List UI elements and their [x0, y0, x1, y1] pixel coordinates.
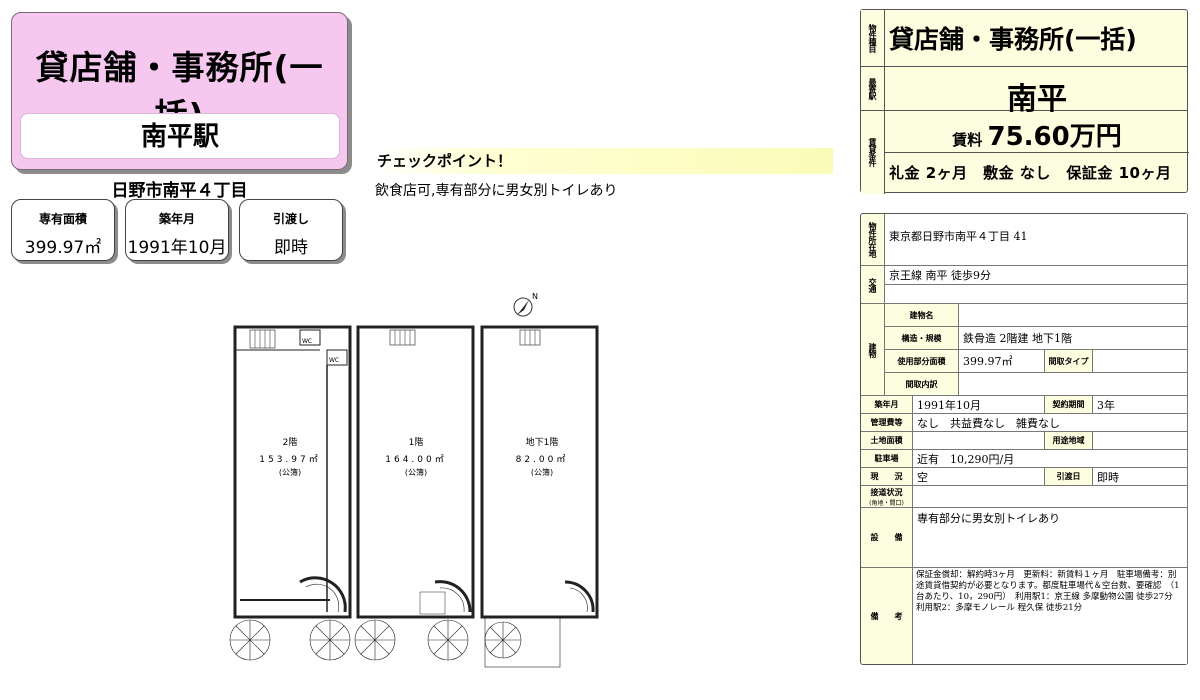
- stat-value: 即時: [274, 238, 308, 258]
- built-label: 築年月: [861, 396, 913, 414]
- parking-value: 近有 10,290円/月: [913, 450, 1188, 468]
- structure-label: 構造・規模: [885, 327, 959, 350]
- summary-type: 貸店舗・事務所(一括): [889, 25, 1137, 54]
- transport-label: 交通: [861, 266, 885, 304]
- summary-rent: 賃料 75.60万円: [885, 116, 1189, 153]
- equipment-label: 設 備: [861, 508, 913, 568]
- layout-detail-label: 間取内訳: [885, 373, 959, 396]
- zoning-label: 用途地域: [1045, 432, 1093, 450]
- status-value: 空: [913, 468, 1045, 486]
- floor-area: 82.00㎡: [516, 454, 569, 465]
- zoning-value: [1093, 432, 1188, 450]
- floor-note: (公簿): [531, 467, 553, 477]
- stat-card-handover: 引渡し 即時: [239, 199, 343, 261]
- floor-name: 1階: [409, 437, 424, 448]
- divider: [861, 110, 1187, 111]
- layout-type-label: 間取タイプ: [1045, 350, 1093, 373]
- layout-detail-value: [959, 373, 1188, 396]
- floor-1: [354, 325, 475, 661]
- summary-table: 物件種目 最寄駅 賃貸条件 貸店舗・事務所(一括) 南平 賃料 75.60万円 …: [860, 9, 1189, 194]
- floor-name: 地下1階: [526, 436, 559, 448]
- area-label: 使用部分面積: [885, 350, 959, 373]
- floor-b1: [480, 325, 599, 668]
- stat-card-area: 専有面積 399.97㎡: [11, 199, 115, 261]
- location-label: 物件所在地: [861, 214, 885, 266]
- detail-table: 物件所在地 東京都日野市南平４丁目 41 交通 京王線 南平 徒歩9分 建物 建…: [860, 213, 1188, 665]
- road-label: 接道状況 (角地・間口): [861, 486, 913, 508]
- structure-value: 鉄骨造 2階建 地下1階: [959, 327, 1188, 350]
- stat-label: 引渡し: [272, 212, 309, 226]
- rent-label: 賃料: [952, 131, 983, 149]
- handover-value: 即時: [1093, 468, 1188, 486]
- floor-area: 164.00㎡: [385, 454, 447, 465]
- remarks-label: 備 考: [861, 568, 913, 664]
- road-value: [913, 486, 1188, 508]
- building-label: 建物: [861, 304, 885, 396]
- contract-label: 契約期間: [1045, 396, 1093, 414]
- summary-station: 南平: [1007, 82, 1067, 117]
- stat-card-built: 築年月 1991年10月: [125, 199, 229, 261]
- floor-area: 153.97㎡: [259, 454, 321, 465]
- stat-value: 1991年10月: [127, 238, 227, 258]
- road-label-main: 接道状況: [870, 487, 903, 497]
- land-value: [913, 432, 1045, 450]
- status-label: 現 況: [861, 468, 913, 486]
- transport-value-2: [885, 285, 1188, 304]
- wc-label: WC: [329, 357, 339, 364]
- checkpoint-title: チェックポイント！: [373, 148, 833, 174]
- side-label-station: 最寄駅: [861, 66, 885, 110]
- side-label-terms: 賃貸条件: [861, 110, 885, 194]
- compass-icon: N: [513, 292, 538, 317]
- svg-text:N: N: [532, 292, 538, 301]
- floor-plan: N WC WC 2階 153.97㎡ (公簿): [229, 292, 599, 668]
- mgmt-value: なし 共益費なし 雑費なし: [913, 414, 1188, 432]
- floor-name: 2階: [283, 437, 298, 448]
- station-name: 南平駅: [20, 113, 340, 159]
- stat-label: 築年月: [158, 212, 195, 226]
- side-label-type: 物件種目: [861, 10, 885, 66]
- contract-value: 3年: [1093, 396, 1188, 414]
- building-name-label: 建物名: [885, 304, 959, 327]
- rent-value: 75.60万円: [987, 122, 1122, 152]
- divider: [861, 66, 1187, 67]
- handover-label: 引渡日: [1045, 468, 1093, 486]
- built-value: 1991年10月: [913, 396, 1045, 414]
- property-type-card: 貸店舗・事務所(一括) 南平駅: [11, 12, 348, 170]
- road-label-sub: (角地・間口): [869, 499, 904, 507]
- floor-note: (公簿): [405, 467, 427, 477]
- equipment-value: 専有部分に男女別トイレあり: [913, 508, 1188, 568]
- building-name-value: [959, 304, 1188, 327]
- stat-label: 専有面積: [38, 212, 87, 226]
- location-value: 東京都日野市南平４丁目 41: [885, 214, 1188, 266]
- parking-label: 駐車場: [861, 450, 913, 468]
- floor-note: (公簿): [279, 467, 301, 477]
- remarks-value: 保証金償却：解約時3ヶ月 更新料：新賃料１ヶ月 駐車場備考：別途賃貸借契約が必要…: [913, 568, 1188, 664]
- floor-2: [229, 325, 352, 661]
- transport-value: 京王線 南平 徒歩9分: [885, 266, 1188, 285]
- area-value: 399.97㎡: [959, 350, 1045, 373]
- wc-label: WC: [302, 338, 312, 345]
- land-label: 土地面積: [861, 432, 913, 450]
- summary-terms: 礼金 2ヶ月 敷金 なし 保証金 10ヶ月: [889, 164, 1172, 182]
- checkpoint-text: 飲食店可,専有部分に男女別トイレあり: [375, 183, 618, 199]
- layout-type-value: [1093, 350, 1188, 373]
- divider: [885, 152, 1189, 153]
- stat-value: 399.97㎡: [24, 238, 102, 258]
- address-short: 日野市南平４丁目: [111, 181, 248, 201]
- mgmt-label: 管理費等: [861, 414, 913, 432]
